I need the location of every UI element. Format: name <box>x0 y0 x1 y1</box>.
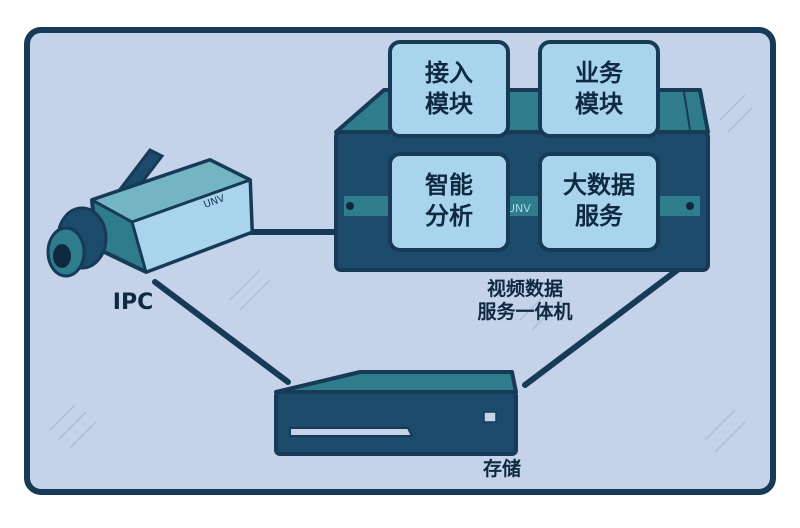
module-smart-analysis-line1: 智能 <box>425 171 473 199</box>
server-brand: UNV <box>507 202 531 215</box>
storage-label: 存储 <box>482 458 521 480</box>
module-big-data-label: 大数据 服务 <box>540 170 658 232</box>
module-big-data-line1: 大数据 <box>563 171 635 199</box>
module-tile-smart-analysis <box>388 152 510 252</box>
hatching-decoration <box>49 94 753 453</box>
module-business-label: 业务 模块 <box>540 58 658 120</box>
storage-device <box>274 370 518 456</box>
module-tile-access <box>388 40 510 138</box>
camera-side-face <box>130 178 254 274</box>
module-access-label: 接入 模块 <box>390 58 508 120</box>
module-tile-big-data <box>538 152 660 252</box>
server-top-ridge <box>683 91 691 131</box>
storage-front-face <box>274 390 518 456</box>
module-business-line1: 业务 <box>575 59 623 87</box>
server-screw-right <box>686 202 694 210</box>
camera-lens-glass <box>53 244 71 268</box>
storage-indicator <box>483 411 497 423</box>
module-access-line2: 模块 <box>425 90 473 119</box>
storage-slot <box>289 427 414 437</box>
server-label-line1: 视频数据 <box>486 278 563 300</box>
camera-label: IPC <box>112 290 154 315</box>
server-screw-left <box>346 202 354 210</box>
edge-server-storage <box>522 265 683 388</box>
module-smart-analysis-line2: 分析 <box>425 202 473 231</box>
module-access-line1: 接入 <box>425 59 473 87</box>
module-tile-business <box>538 40 660 138</box>
edge-camera-storage <box>152 279 291 385</box>
server-label-line2: 服务一体机 <box>477 300 573 323</box>
module-smart-analysis-label: 智能 分析 <box>390 170 508 232</box>
server-device: UNV <box>334 40 710 272</box>
module-big-data-line2: 服务 <box>575 202 623 231</box>
camera-device: UNV <box>46 148 254 278</box>
module-business-line2: 模块 <box>575 90 623 119</box>
connections <box>152 229 683 388</box>
server-label: 视频数据 服务一体机 <box>440 278 610 324</box>
